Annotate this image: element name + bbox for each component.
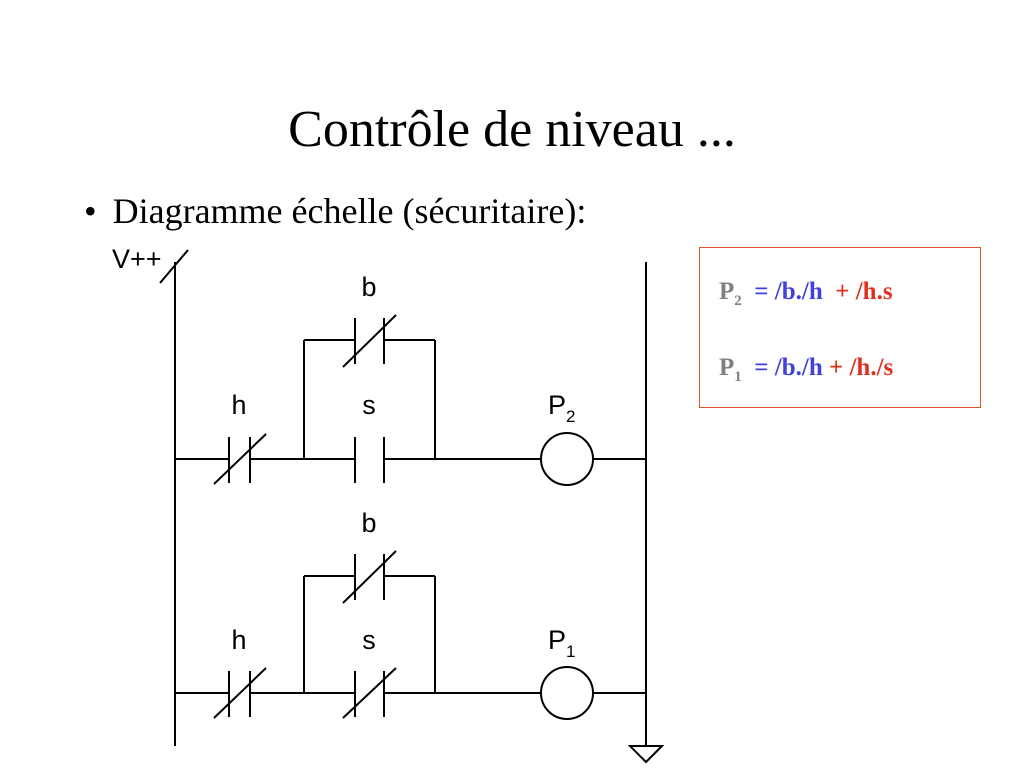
eq-p1-term1: = /b./h	[754, 354, 823, 381]
eq-p1-symbol: P1	[719, 354, 742, 385]
rung-p1	[175, 550, 646, 720]
slide-title: Contrôle de niveau ...	[288, 101, 736, 158]
label-h-rung1: h	[231, 625, 246, 655]
contact-b-nc	[342, 314, 397, 368]
eq-p2-symbol: P2	[719, 278, 742, 309]
coil-p2	[540, 432, 594, 486]
equation-p1: P1 = /b./h + /h./s	[719, 354, 893, 386]
eq-p2-term2: + /h.s	[835, 278, 893, 305]
contact-b-nc	[342, 550, 397, 604]
label-s-rung1: s	[362, 625, 376, 655]
bullet-icon: •	[84, 191, 97, 231]
equation-p2: P2 = /b./h + /h.s	[719, 278, 893, 310]
supply-tick	[159, 249, 189, 284]
eq-p2-term1: = /b./h	[754, 278, 823, 305]
contact-h-nc	[213, 433, 267, 485]
label-coil-p1: P1	[548, 625, 575, 661]
eq-p1-term2: + /h./s	[828, 354, 894, 381]
contact-s-no	[354, 437, 385, 483]
label-h-rung2: h	[231, 390, 246, 420]
contact-h-nc	[213, 667, 267, 719]
label-b-rung2: b	[361, 272, 376, 302]
label-b-rung1: b	[361, 508, 376, 538]
supply-label: V++	[112, 244, 162, 274]
branch-b	[303, 314, 436, 459]
bullet-text: Diagramme échelle (sécuritaire):	[112, 191, 587, 231]
bullet-item: • Diagramme échelle (sécuritaire):	[84, 190, 586, 232]
contact-s-nc	[342, 667, 397, 719]
label-s-rung2: s	[362, 390, 376, 420]
ground-icon	[627, 745, 665, 764]
coil-p1	[540, 666, 594, 720]
rung-p2	[175, 314, 646, 486]
label-coil-p2: P2	[548, 390, 575, 426]
branch-b	[303, 550, 436, 693]
equation-box: P2 = /b./h + /h.s P1 = /b./h + /h./s	[699, 247, 981, 408]
